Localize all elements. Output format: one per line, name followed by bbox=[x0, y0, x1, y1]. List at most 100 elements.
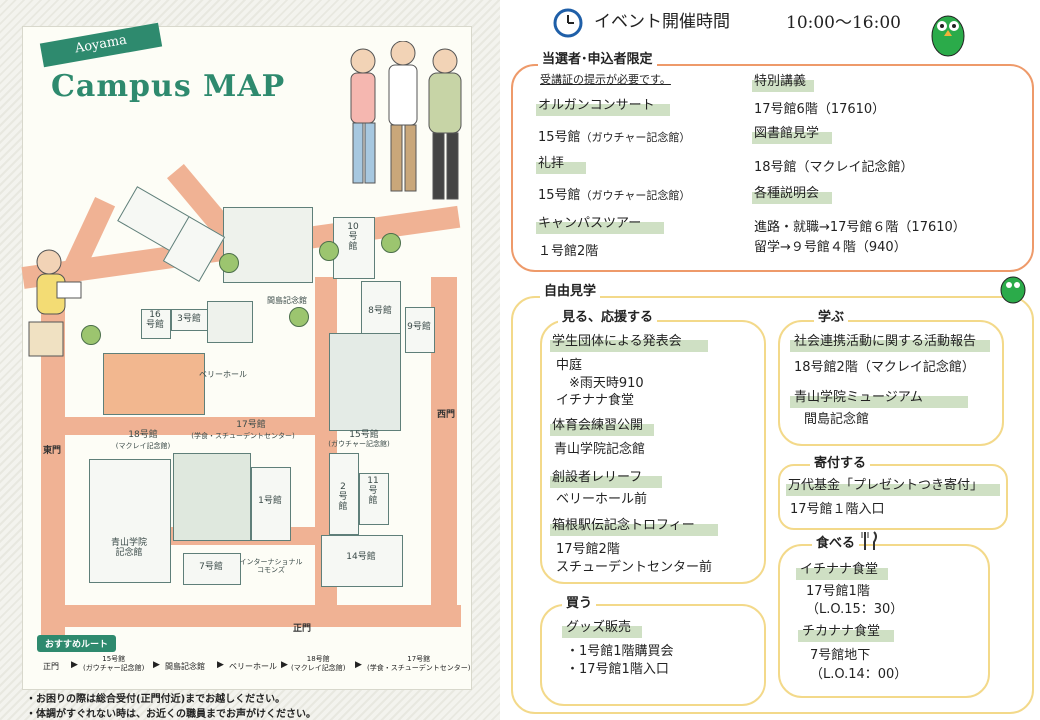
building-14-label: 14号館 bbox=[346, 552, 376, 562]
practice-title: 体育会練習公開 bbox=[552, 418, 644, 433]
road bbox=[63, 417, 323, 435]
trophy-line: スチューデントセンター前 bbox=[556, 560, 713, 575]
watch-title: 見る、応援する bbox=[558, 310, 658, 326]
limited-note: 受講証の提示が必要です。 bbox=[540, 73, 671, 86]
building-16[interactable] bbox=[141, 309, 171, 339]
building-7[interactable] bbox=[183, 553, 241, 585]
organ-concert-place: 15号館（ガウチャー記念館） bbox=[538, 130, 690, 146]
highlight bbox=[536, 222, 664, 234]
berry-label: ベリーホール bbox=[199, 370, 247, 379]
tree bbox=[319, 241, 339, 261]
building-16-label: 16 号館 bbox=[145, 310, 164, 330]
building-majima[interactable] bbox=[223, 207, 313, 283]
building-8[interactable] bbox=[361, 281, 401, 343]
building-17[interactable] bbox=[173, 453, 251, 541]
special-lecture-title: 特別講義 bbox=[754, 74, 807, 89]
highlight bbox=[536, 162, 586, 174]
route-title: おすすめルート bbox=[37, 635, 117, 652]
limited-title: 当選者･申込者限定 bbox=[538, 52, 657, 68]
campus-tour-place: １号館2階 bbox=[538, 244, 599, 259]
mascot-small-illustration bbox=[998, 272, 1028, 304]
building-14[interactable] bbox=[321, 535, 403, 587]
tree bbox=[289, 307, 309, 327]
route-stop: 正門 bbox=[43, 662, 59, 671]
briefing-title: 各種説明会 bbox=[754, 186, 820, 201]
route-arrow: ▶ bbox=[71, 660, 78, 670]
route-arrow: ▶ bbox=[153, 660, 160, 670]
goods-line: ・17号館1階入口 bbox=[566, 662, 669, 677]
clock-icon bbox=[553, 8, 583, 38]
eat-section bbox=[778, 544, 990, 698]
building-15-sub: (ガウチャー記念館) bbox=[328, 440, 390, 448]
learn-section bbox=[778, 320, 1004, 446]
cafeteria17-title: イチナナ食堂 bbox=[800, 562, 879, 577]
building-2[interactable] bbox=[329, 453, 359, 535]
route-arrow: ▶ bbox=[281, 660, 288, 670]
note-1: ・お困りの際は総合受付(正門付近)までお越しください。 bbox=[26, 694, 286, 705]
berry-hall[interactable] bbox=[207, 301, 253, 343]
worship-place: 15号館（ガウチャー記念館） bbox=[538, 188, 690, 204]
relief-line: ベリーホール前 bbox=[556, 492, 648, 507]
practice-line: 青山学院記念館 bbox=[554, 442, 646, 457]
special-lecture-place: 17号館6階（17610） bbox=[754, 102, 886, 117]
route-arrow: ▶ bbox=[355, 660, 362, 670]
mascot-illustration bbox=[926, 6, 970, 58]
worship-place-main: 15号館 bbox=[538, 188, 581, 203]
highlight bbox=[798, 630, 894, 642]
donate-section bbox=[778, 464, 1008, 530]
highlight bbox=[550, 476, 662, 488]
building-1[interactable] bbox=[251, 467, 291, 541]
highlight bbox=[550, 424, 654, 436]
highlight bbox=[550, 524, 718, 536]
reading-girl-illustration bbox=[27, 242, 97, 362]
majima-label: 間島記念館 bbox=[267, 296, 307, 305]
building-11-label: 11 号 館 bbox=[367, 476, 379, 506]
building-18-label: 18号館 bbox=[128, 430, 158, 440]
fork-knife-icon bbox=[860, 530, 880, 552]
route-stop: 17号館 (学食・スチューデントセンター) bbox=[367, 655, 471, 672]
building-7-label: 7号館 bbox=[199, 562, 223, 572]
museum-title: 青山学院ミュージアム bbox=[794, 390, 923, 405]
donate-name: 万代基金「プレゼントつき寄付」 bbox=[788, 478, 984, 493]
report-title: 社会連携活動に関する活動報告 bbox=[794, 334, 977, 349]
briefing-place-2: 留学→９号館４階（940） bbox=[754, 240, 907, 255]
building-15-label: 15号館 bbox=[349, 430, 379, 440]
organ-concert-title: オルガンコンサート bbox=[538, 98, 655, 113]
building-8-label: 8号館 bbox=[368, 306, 392, 316]
recommended-route: おすすめルート 正門 ▶ 15号館 (ガウチャー記念館) ▶ 間島記念館 ▶ ベ… bbox=[23, 633, 471, 689]
route-arrow: ▶ bbox=[217, 660, 224, 670]
building-10[interactable] bbox=[333, 217, 375, 279]
students-illustration bbox=[333, 40, 473, 211]
worship-place-sub: （ガウチャー記念館） bbox=[580, 189, 691, 202]
route-stop: 18号館 (マクレイ記念館) bbox=[291, 655, 346, 672]
buy-title: 買う bbox=[562, 596, 597, 612]
goods-title: グッズ販売 bbox=[566, 620, 632, 635]
building-2-label: 2 号 館 bbox=[338, 482, 348, 512]
east-gate-label: 東門 bbox=[43, 446, 62, 456]
tree bbox=[219, 253, 239, 273]
building-10-label: 10 号 館 bbox=[347, 222, 359, 252]
building-9[interactable] bbox=[405, 307, 435, 353]
building-1-label: 1号館 bbox=[258, 496, 282, 506]
highlight bbox=[550, 340, 708, 352]
highlight bbox=[790, 340, 990, 352]
eat-title: 食べる bbox=[812, 536, 860, 552]
building-3-label: 3号館 bbox=[177, 314, 201, 324]
main-gate-label: 正門 bbox=[293, 624, 312, 634]
memorial-label: 青山学院 記念館 bbox=[110, 538, 147, 558]
campus-map[interactable]: Aoyama Campus MAP bbox=[21, 22, 473, 690]
building-11[interactable] bbox=[359, 473, 389, 525]
building-18[interactable] bbox=[103, 353, 205, 415]
highlight bbox=[752, 132, 832, 144]
worship-title: 礼拝 bbox=[538, 156, 565, 171]
learn-title: 学ぶ bbox=[814, 310, 849, 326]
donate-line: 17号館１階入口 bbox=[790, 502, 885, 517]
museum-line: 間島記念館 bbox=[804, 412, 870, 427]
intl-commons-label: インターナショナル コモンズ bbox=[239, 558, 303, 574]
highlight bbox=[752, 192, 832, 204]
building-15[interactable] bbox=[329, 333, 401, 431]
cafeteria-basement-line: （L.O.14：00） bbox=[810, 667, 908, 682]
highlight bbox=[562, 626, 642, 638]
memorial-hall[interactable] bbox=[89, 459, 171, 583]
limited-section bbox=[511, 64, 1034, 272]
